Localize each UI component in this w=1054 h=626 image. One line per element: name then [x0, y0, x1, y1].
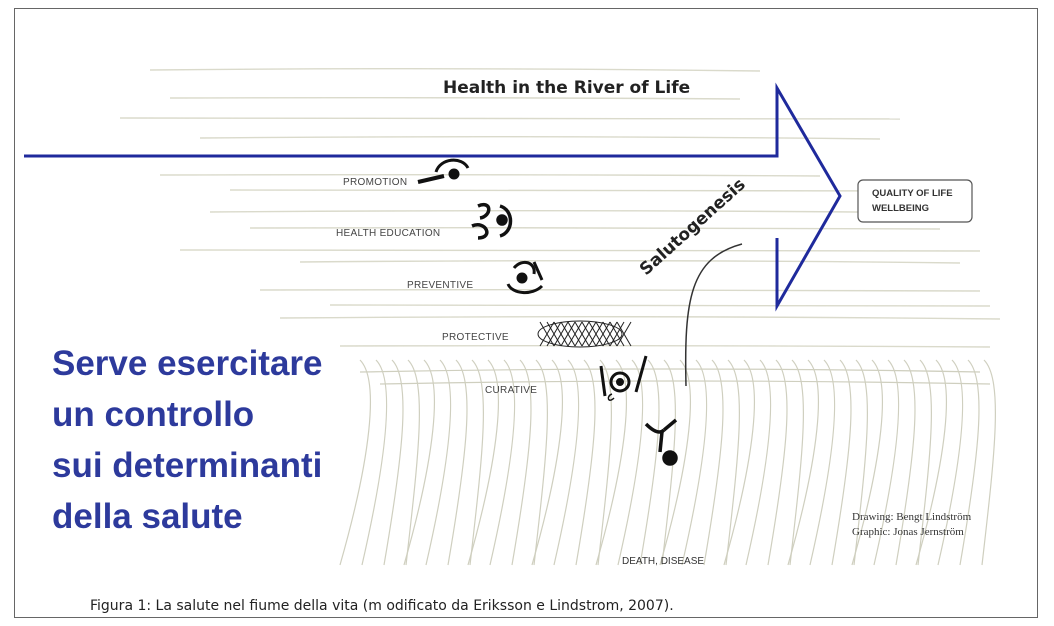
river-stroke — [150, 69, 760, 71]
label-preventive: PREVENTIVE — [407, 280, 473, 291]
net-icon — [538, 321, 631, 347]
label-health-education: HEALTH EDUCATION — [336, 228, 440, 239]
river-stroke — [300, 261, 960, 263]
waterfall-stroke — [576, 360, 595, 565]
waterfall-stroke — [810, 360, 835, 565]
waterfall-stroke — [788, 360, 818, 565]
river-stroke — [210, 211, 960, 213]
river-stroke — [260, 290, 980, 291]
waterfall-stroke — [832, 360, 851, 565]
waterfall-stroke — [448, 360, 467, 565]
swimmer-preventive-icon — [508, 262, 542, 293]
waterfall-edge — [380, 381, 990, 384]
label-death-disease: DEATH, DISEASE — [622, 556, 704, 567]
waterfall-stroke — [724, 360, 754, 565]
label-protective: PROTECTIVE — [442, 332, 509, 343]
credits: Drawing: Bengt Lindström Graphic: Jonas … — [852, 510, 1038, 540]
waterfall-stroke — [704, 360, 723, 565]
quality-of-life-box: QUALITY OF LIFE WELLBEING — [858, 180, 972, 222]
waterfall-stroke — [768, 360, 787, 565]
river-stroke — [280, 317, 1000, 319]
waterfall-stroke — [554, 360, 579, 565]
river-stroke — [330, 305, 990, 306]
falling-person-icon — [646, 420, 676, 464]
quality-line-1: QUALITY OF LIFE — [872, 188, 953, 199]
waterfall-stroke — [746, 360, 771, 565]
waterfall-stroke — [640, 360, 659, 565]
figure-caption: Figura 1: La salute nel fiume della vita… — [90, 598, 674, 614]
quality-line-2: WELLBEING — [872, 203, 929, 214]
label-promotion: PROMOTION — [343, 177, 407, 188]
river-stroke — [120, 118, 900, 119]
overlay-line-2: un controllo — [52, 389, 432, 440]
waterfall-stroke — [682, 360, 707, 565]
credit-graphic: Graphic: Jonas Jernström — [852, 525, 1038, 540]
swimmer-promotion-icon — [418, 160, 468, 182]
river-stroke — [160, 175, 820, 176]
river-stroke — [180, 250, 980, 251]
river-stroke — [340, 346, 990, 347]
salutogenesis-curve — [686, 244, 742, 386]
swimmer-health-education-icon — [472, 205, 511, 238]
overlay-line-4: della salute — [52, 491, 432, 542]
credit-drawing: Drawing: Bengt Lindström — [852, 510, 1038, 525]
label-curative: CURATIVE — [485, 385, 537, 396]
overlay-statement: Serve esercitare un controllo sui determ… — [52, 338, 432, 542]
overlay-line-1: Serve esercitare — [52, 338, 432, 389]
overlay-line-3: sui determinanti — [52, 440, 432, 491]
diagram-title: Health in the River of Life — [443, 78, 690, 98]
river-stroke — [230, 190, 950, 191]
